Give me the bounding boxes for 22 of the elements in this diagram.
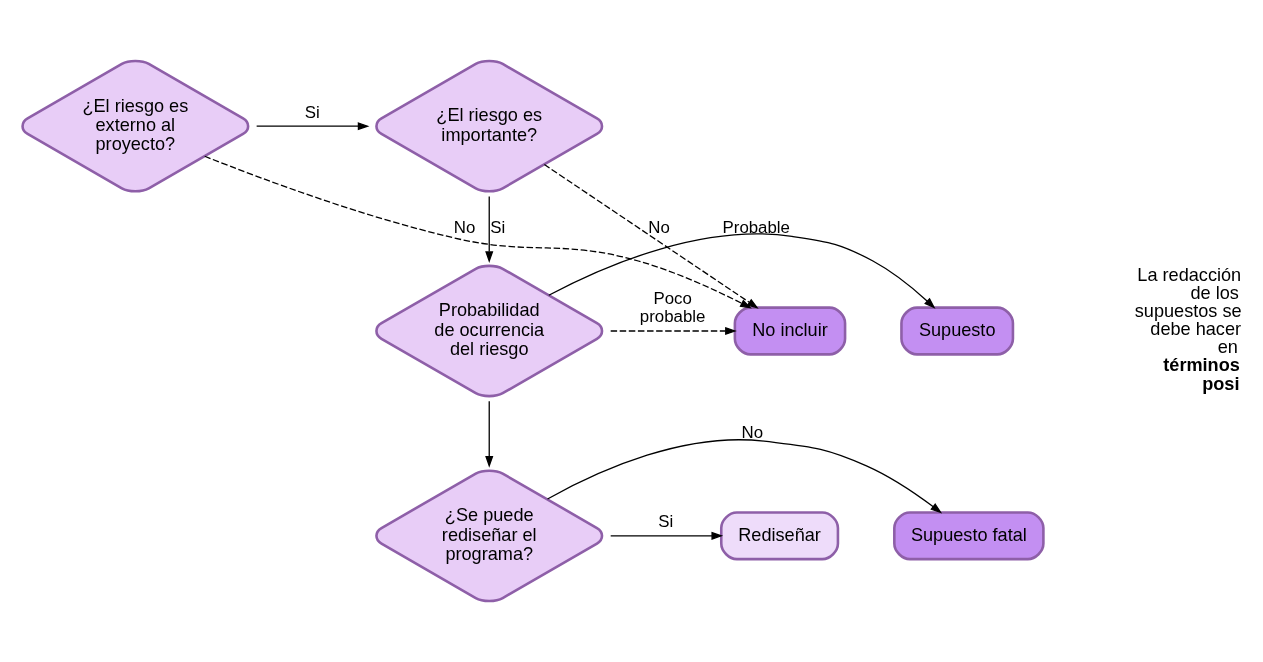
node-box: No incluir <box>733 306 847 356</box>
arrow <box>485 195 494 263</box>
label: La redacción de los supuestos se debe hacer en términos posi <box>1134 264 1242 394</box>
edge-label: Si <box>658 512 674 532</box>
edge-label: Poco probable <box>639 289 706 327</box>
arrow <box>548 233 936 309</box>
arrow <box>610 326 737 336</box>
node-box: Supuesto fatal <box>893 511 1045 561</box>
edge-label: Si <box>490 218 506 237</box>
arrow <box>543 163 759 309</box>
edge-label: No <box>648 218 670 237</box>
arrow <box>546 439 943 514</box>
arrow <box>256 122 370 131</box>
edge-label: No <box>741 422 764 442</box>
edge-label: Probable <box>722 218 790 237</box>
edge-label: No <box>453 218 476 237</box>
node-box: Rediseñar <box>719 511 840 561</box>
node-box: Supuesto <box>900 306 1015 356</box>
arrow <box>204 155 752 309</box>
arrow <box>610 531 724 540</box>
edge-label: Si <box>304 102 320 122</box>
arrow <box>485 400 494 468</box>
